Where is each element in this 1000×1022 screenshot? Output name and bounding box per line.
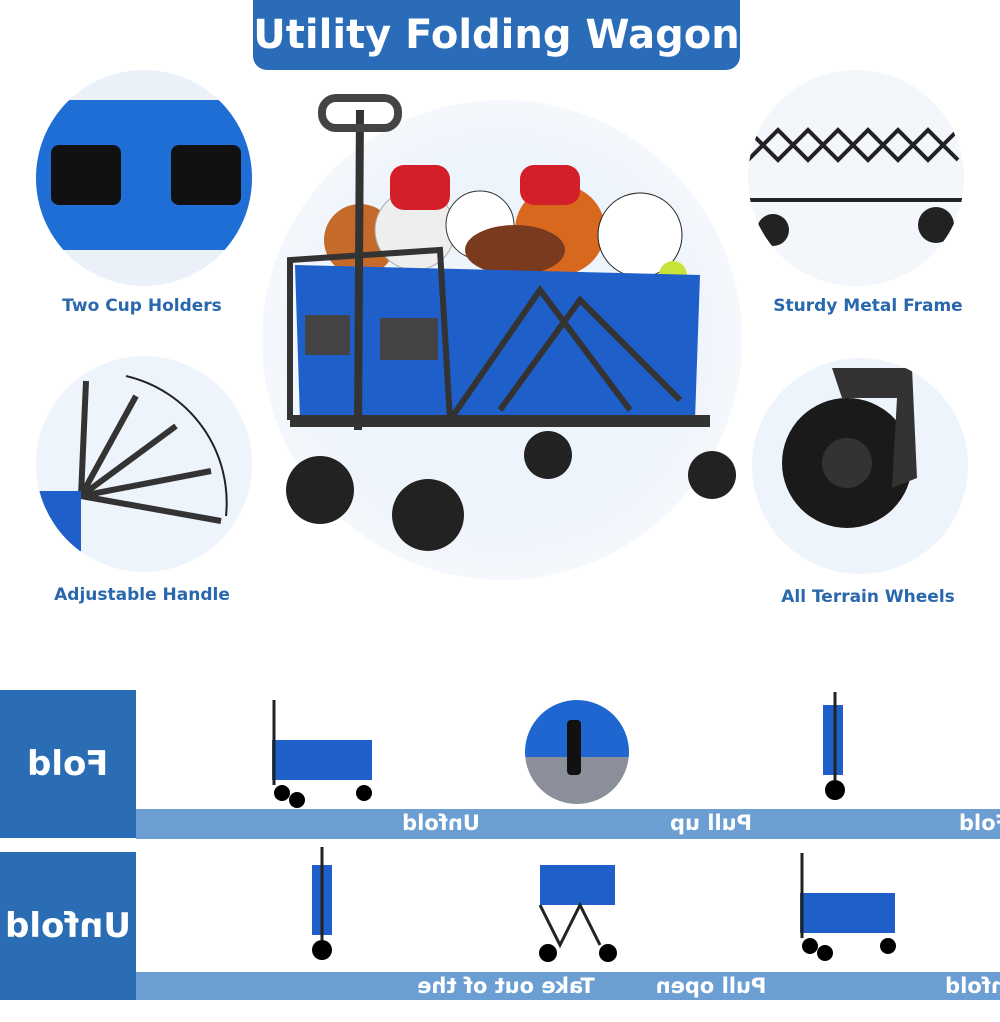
feature-label-cup-holders: Two Cup Holders <box>62 296 222 316</box>
metal-frame-image <box>748 70 964 286</box>
step-image-unfold <box>272 700 372 808</box>
wheel-image <box>752 358 968 574</box>
step-image-pull-open <box>538 865 617 962</box>
unfold-section-label: Unfold <box>0 852 136 1000</box>
adjustable-handle-image <box>36 356 252 572</box>
fold-steps-bar: Unfold Pull up Fold <box>136 809 1000 839</box>
step-image-pull-up <box>525 700 629 804</box>
feature-label-terrain-wheels: All Terrain Wheels <box>781 587 955 607</box>
page-title: Utility Folding Wagon <box>253 0 740 70</box>
feature-label-adjustable-handle: Adjustable Handle <box>54 585 230 605</box>
step-image-fold <box>823 692 845 800</box>
fold-section-label: Fold <box>0 690 136 838</box>
feature-label-metal-frame: Sturdy Metal Frame <box>773 296 963 316</box>
wagon-illustration <box>286 94 736 551</box>
cup-holder-image <box>36 70 252 286</box>
step-image-unfold-final <box>800 853 896 961</box>
step-image-take-out <box>312 847 332 960</box>
unfold-steps-bar: Take out of the box Pull open Unfold <box>136 972 1000 1022</box>
